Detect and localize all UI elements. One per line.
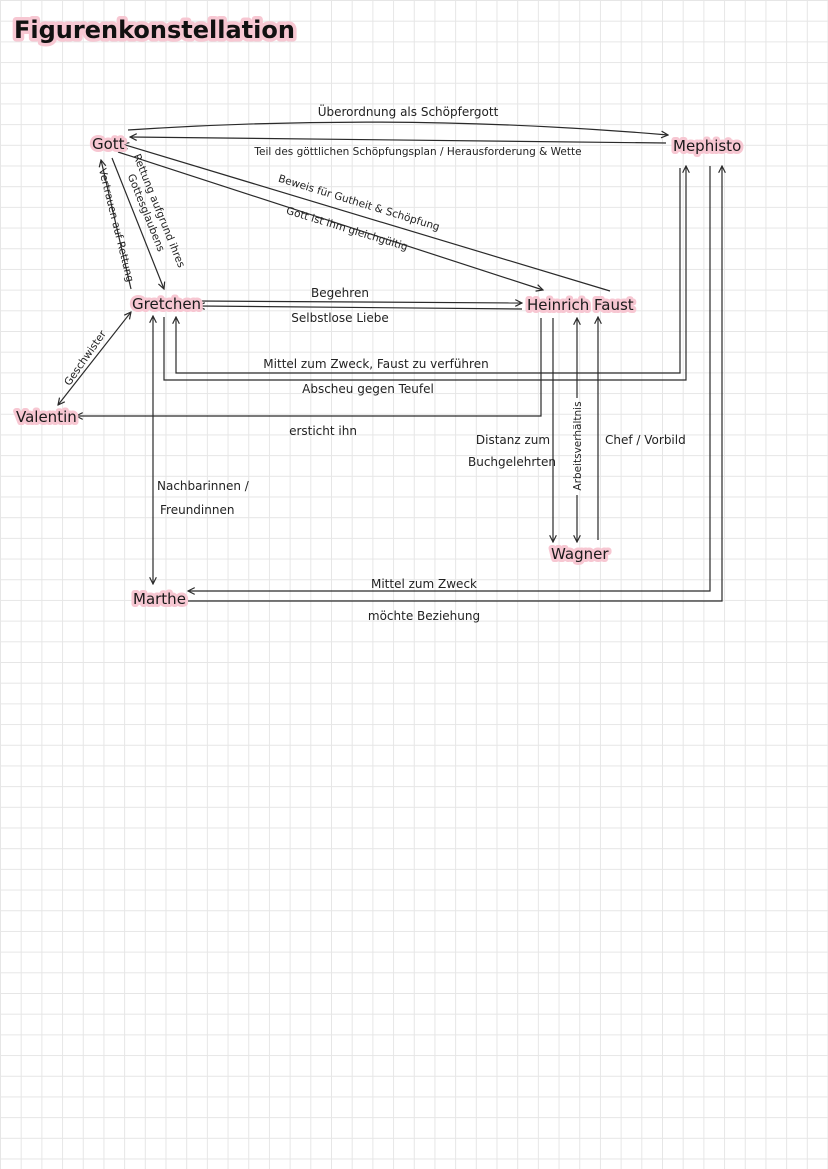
label-gretchen-marthe-2: Freundinnen	[160, 503, 234, 517]
label-wagner-faust: Chef / Vorbild	[605, 433, 686, 447]
label-gretchen-marthe-1: Nachbarinnen /	[157, 479, 250, 493]
edge-gretchen-faust	[197, 301, 522, 303]
page-title: Figurenkonstellation	[14, 16, 295, 44]
label-faust-gretchen: Selbstlose Liebe	[291, 311, 388, 325]
node-marthe: Marthe	[133, 590, 186, 608]
label-geschwister: Geschwister	[62, 328, 109, 388]
edge-faust-gott	[122, 144, 611, 292]
edge-gott-mephisto	[127, 121, 668, 135]
edge-faust-gretchen	[198, 306, 523, 309]
edge-geschwister	[58, 312, 131, 405]
label-faust-wagner-2: Buchgelehrten	[468, 455, 556, 469]
label-faust-valentin: ersticht ihn	[289, 424, 357, 438]
node-valentin: Valentin	[16, 408, 77, 426]
edge-gott-faust	[117, 151, 543, 290]
edge-mephisto-gott	[130, 137, 667, 144]
label-faust-wagner-1: Distanz zum	[476, 433, 550, 447]
label-mephisto-gott: Teil des göttlichen Schöpfungsplan / Her…	[253, 146, 581, 158]
edge-gretchen-gott	[101, 160, 132, 290]
node-faust: Heinrich Faust	[527, 296, 634, 314]
label-arbeitsverhaeltnis: Arbeitsverhältnis	[572, 401, 584, 490]
node-mephisto: Mephisto	[673, 137, 741, 155]
label-marthe-mephisto: möchte Beziehung	[368, 609, 480, 623]
edge-mephisto-marthe	[188, 166, 711, 591]
node-gott: Gott	[92, 135, 125, 153]
label-gott-mephisto-top: Überordnung als Schöpfergott	[318, 103, 499, 119]
label-gretchen-faust: Begehren	[311, 286, 369, 300]
edge-gretchen-mephisto	[163, 166, 686, 381]
label-mephisto-gretchen: Mittel zum Zweck, Faust zu verführen	[263, 357, 488, 371]
node-wagner: Wagner	[551, 545, 609, 563]
label-mephisto-marthe: Mittel zum Zweck	[371, 577, 477, 591]
edge-faust-valentin	[76, 318, 542, 416]
node-gretchen: Gretchen	[132, 295, 201, 313]
label-gretchen-mephisto: Abscheu gegen Teufel	[302, 382, 434, 396]
edge-mephisto-gretchen	[176, 168, 681, 374]
label-faust-gott: Beweis für Gutheit & Schöpfung	[277, 173, 441, 234]
edge-gott-gretchen	[111, 157, 164, 289]
edge-marthe-mephisto	[188, 166, 722, 602]
